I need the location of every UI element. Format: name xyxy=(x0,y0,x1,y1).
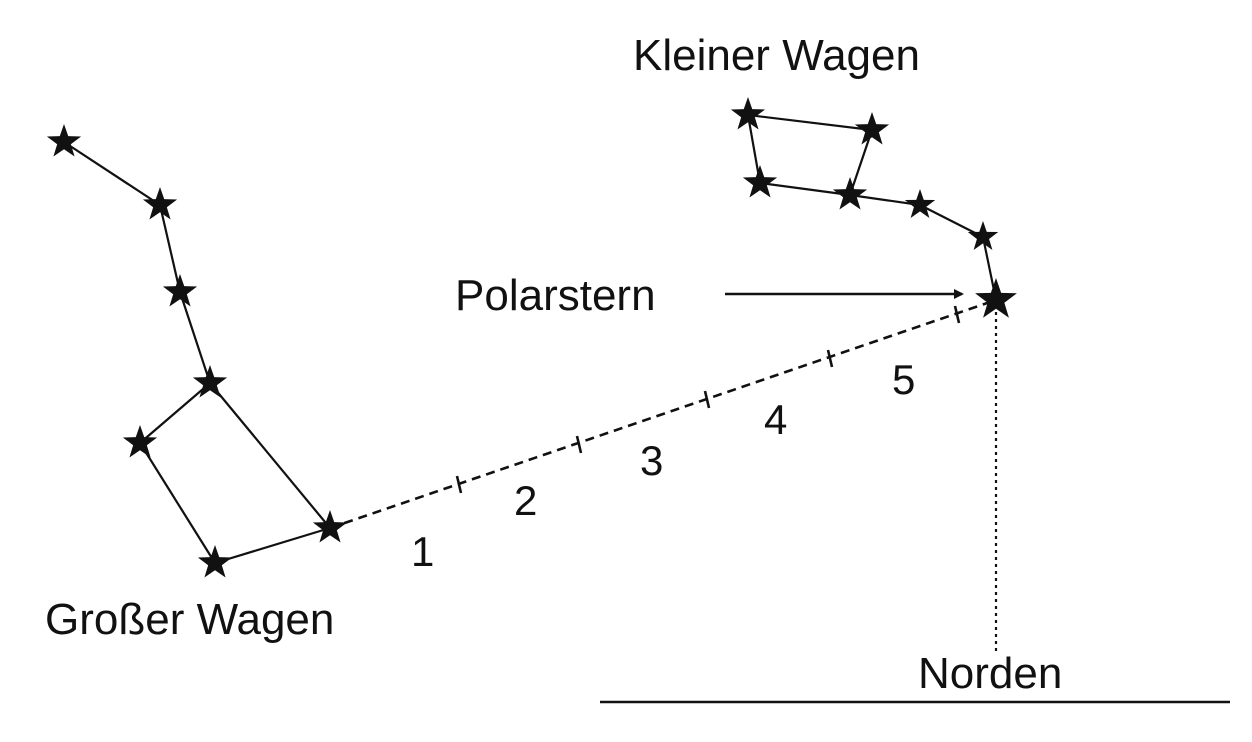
pointer-tick xyxy=(953,305,961,324)
big-dipper-line xyxy=(209,382,331,529)
star-icon xyxy=(967,221,999,250)
pointer-tick xyxy=(826,349,834,368)
star-icon xyxy=(46,124,82,157)
pointer-tick xyxy=(703,390,711,409)
star-icon xyxy=(832,177,868,210)
step-label: 5 xyxy=(892,356,916,403)
north-label: Norden xyxy=(918,649,1063,698)
star-icon xyxy=(122,425,158,458)
star-icon xyxy=(742,165,778,198)
big-dipper-stars xyxy=(46,124,348,578)
star-icon xyxy=(730,97,766,130)
step-label: 2 xyxy=(514,477,538,524)
big-dipper-line xyxy=(139,382,211,444)
small-dipper-line xyxy=(759,181,851,197)
step-label: 3 xyxy=(640,437,664,484)
star-icon xyxy=(854,112,890,145)
big-dipper-line xyxy=(139,442,216,564)
pointer-tick xyxy=(575,435,583,454)
star-icon xyxy=(142,187,178,220)
pointer-tick xyxy=(455,475,463,494)
step-label: 4 xyxy=(764,396,788,443)
big-dipper-line xyxy=(214,526,331,565)
small-dipper-line xyxy=(848,129,874,196)
pointer-ticks xyxy=(455,305,961,494)
polaris-star-icon xyxy=(975,278,1017,318)
big-dipper-line xyxy=(178,291,212,384)
small-dipper-line xyxy=(747,113,873,132)
star-icon xyxy=(162,274,198,307)
small-dipper-line xyxy=(849,193,921,207)
small-dipper-lines xyxy=(746,113,998,301)
big-dipper-line xyxy=(63,141,161,206)
pointer-line xyxy=(329,298,997,530)
small-dipper-stars xyxy=(730,97,999,250)
big-dipper-lines xyxy=(63,141,331,565)
star-icon xyxy=(904,189,936,218)
star-icon xyxy=(312,510,348,543)
big-dipper-line xyxy=(158,204,182,293)
step-label: 1 xyxy=(411,528,435,575)
polaris-label: Polarstern xyxy=(455,271,656,320)
small-dipper-line xyxy=(919,204,984,238)
star-icon xyxy=(192,365,228,398)
star-icon xyxy=(197,545,233,578)
small-dipper-label: Kleiner Wagen xyxy=(633,31,920,80)
big-dipper-label: Großer Wagen xyxy=(45,595,335,644)
